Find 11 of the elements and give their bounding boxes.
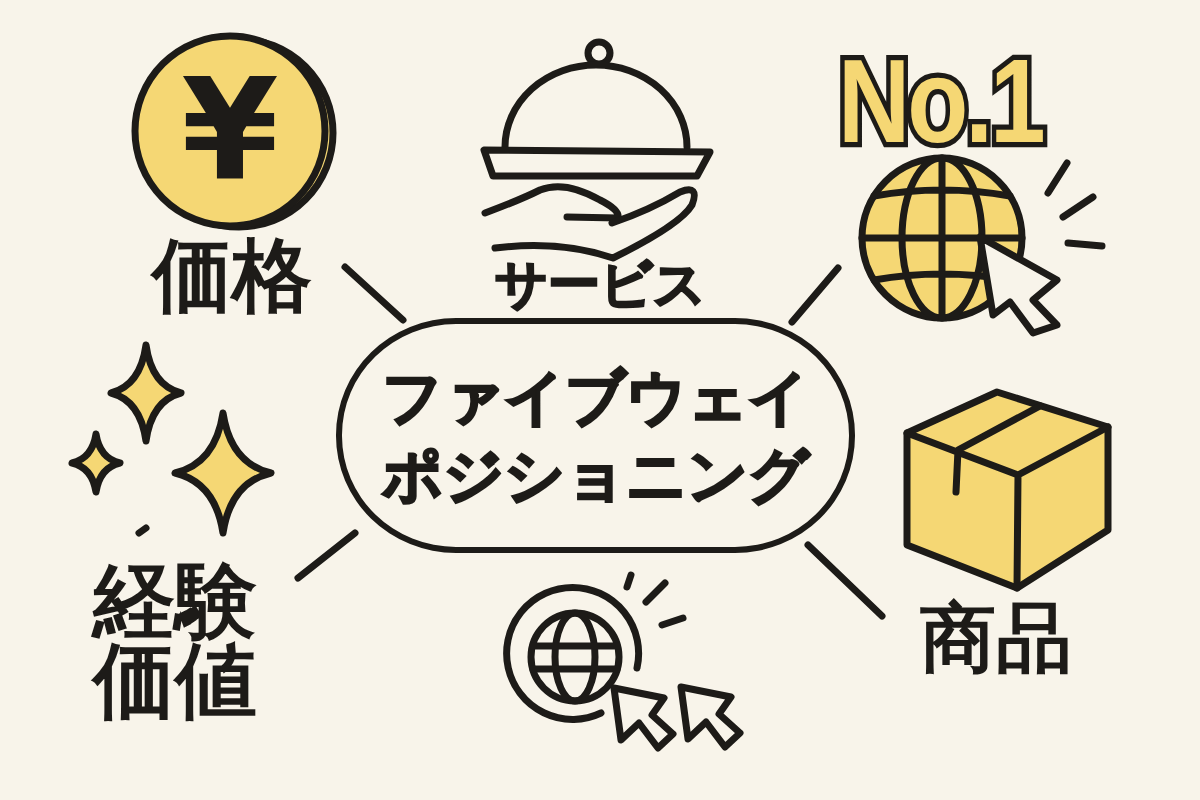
connector-line (341, 263, 407, 324)
category-label: 経験価値 (93, 561, 258, 721)
category-label: 価格 (152, 236, 312, 316)
globe-cursor-icon (503, 571, 744, 752)
connector-line (788, 264, 842, 326)
connector-line (804, 541, 886, 620)
category-label: 商品 (920, 600, 1072, 676)
currency-symbol: ¥ (181, 61, 279, 201)
connector-line (294, 529, 359, 582)
category-label: サービス (495, 258, 706, 310)
ranking-text: No.1 (838, 46, 1043, 155)
